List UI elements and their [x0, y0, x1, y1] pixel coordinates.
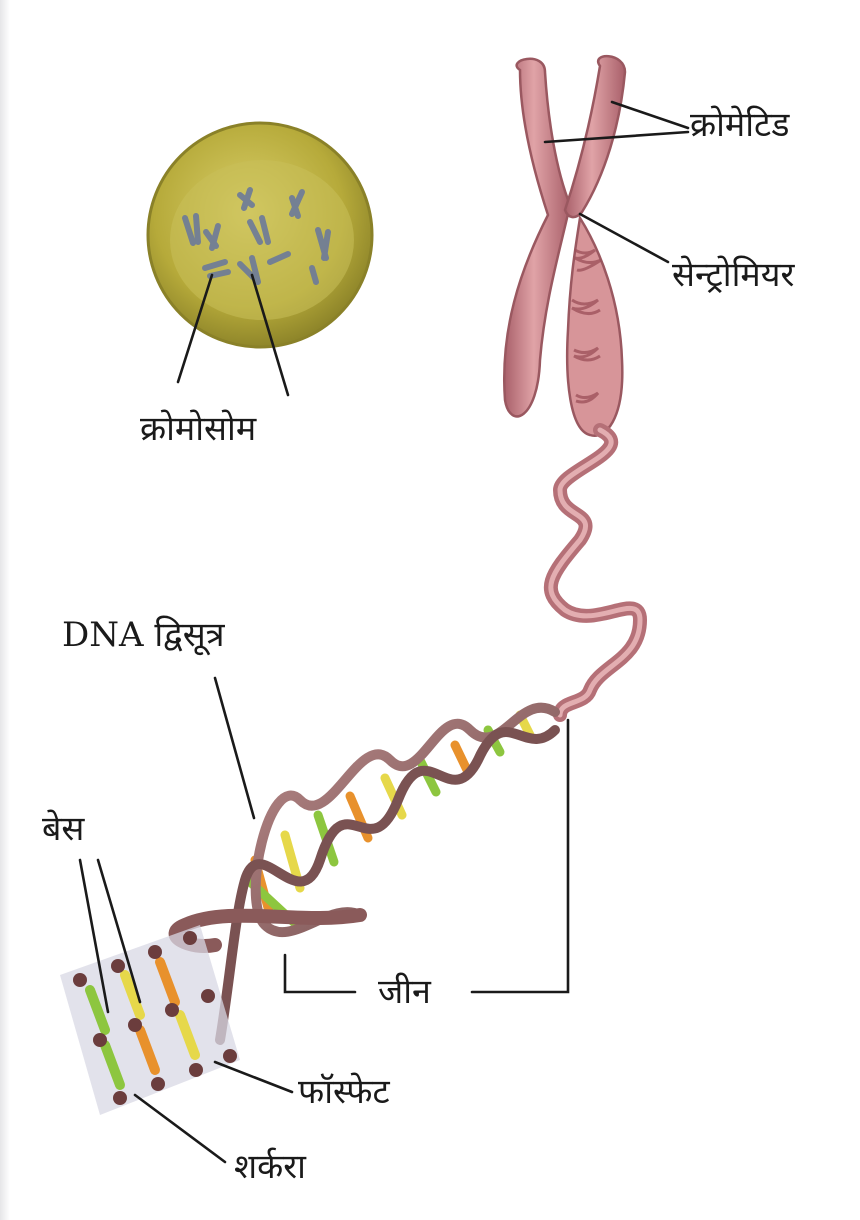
chromatin-fiber [543, 423, 648, 722]
label-base: बेस [42, 809, 85, 849]
dna-helix-icon [168, 702, 560, 1045]
sugar-phosphate-ladder [60, 925, 240, 1115]
label-phosphate: फॉस्फेट [298, 1072, 390, 1112]
label-dna-double-strand: DNA द्विसूत्र [62, 615, 225, 655]
chromosome-icon [503, 54, 627, 437]
label-chromosome: क्रोमोसोम [140, 409, 257, 449]
leader-lines [78, 100, 690, 1164]
label-centromere: सेन्ट्रोमियर [672, 255, 795, 295]
cell-nucleus-icon [146, 121, 374, 349]
label-gene: जीन [378, 972, 431, 1012]
label-chromatid: क्रोमेटिड [690, 105, 790, 145]
label-sugar: शर्करा [234, 1147, 306, 1187]
